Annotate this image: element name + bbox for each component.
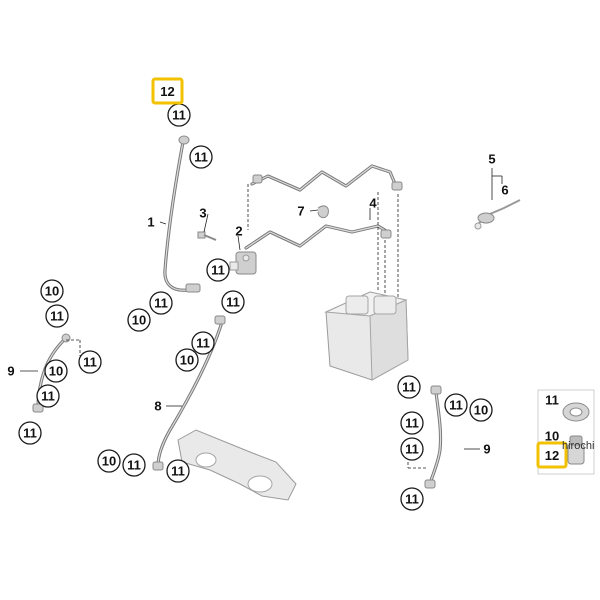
brake-pipe-4[interactable] — [244, 164, 403, 250]
svg-text:11: 11 — [171, 464, 185, 479]
svg-text:10: 10 — [45, 284, 59, 299]
part-number-8: 8 — [154, 399, 161, 414]
svg-text:11: 11 — [211, 263, 225, 278]
callout-11-mid-c[interactable]: 11 — [191, 331, 215, 355]
callout-10-right[interactable]: 10 — [469, 398, 493, 422]
callout-11-left-d[interactable]: 11 — [18, 421, 42, 445]
callout-11-mid-b[interactable]: 11 — [221, 290, 245, 314]
brake-hose-1[interactable] — [163, 135, 201, 293]
legend-label-10: 10 — [545, 429, 559, 444]
callout-11-hose1-upper[interactable]: 11 — [189, 145, 213, 169]
svg-text:12: 12 — [545, 448, 559, 463]
svg-text:11: 11 — [405, 492, 419, 507]
callout-11-mid-a[interactable]: 11 — [206, 258, 230, 282]
callout-11-bottom-b[interactable]: 11 — [166, 459, 190, 483]
callout-11-right-e[interactable]: 11 — [400, 487, 424, 511]
part-number-7: 7 — [297, 204, 304, 219]
svg-text:11: 11 — [172, 108, 186, 123]
svg-text:11: 11 — [405, 442, 419, 457]
leader-lines — [20, 168, 503, 469]
callout-11-right-c[interactable]: 11 — [400, 411, 424, 435]
svg-text:11: 11 — [154, 296, 168, 311]
svg-text:10: 10 — [49, 364, 63, 379]
callout-11-right-b[interactable]: 11 — [444, 393, 468, 417]
callout-11-right-d[interactable]: 11 — [400, 437, 424, 461]
callout-10-left-a[interactable]: 10 — [40, 279, 64, 303]
callout-10-hose1[interactable]: 10 — [127, 308, 151, 332]
callout-10-left-b[interactable]: 10 — [44, 359, 68, 383]
svg-text:11: 11 — [83, 355, 97, 370]
svg-text:11: 11 — [402, 380, 416, 395]
svg-text:11: 11 — [23, 426, 37, 441]
svg-text:10: 10 — [474, 403, 488, 418]
callout-11-left-b[interactable]: 11 — [78, 350, 102, 374]
banjo-bolt-icon — [567, 435, 585, 465]
callout-11-left-c[interactable]: 11 — [36, 384, 60, 408]
svg-text:12: 12 — [160, 84, 174, 99]
svg-text:11: 11 — [449, 398, 463, 413]
part-number-6: 6 — [501, 183, 508, 198]
highlight-12-legend[interactable]: 12 — [536, 441, 568, 469]
callout-10-mid[interactable]: 10 — [175, 348, 199, 372]
svg-text:11: 11 — [194, 150, 208, 165]
part-number-9-right: 9 — [483, 442, 490, 457]
svg-text:10: 10 — [102, 454, 116, 469]
part-number-4: 4 — [369, 196, 377, 211]
svg-text:11: 11 — [405, 416, 419, 431]
callout-11-right-a[interactable]: 11 — [397, 375, 421, 399]
callout-11-top[interactable]: 11 — [167, 103, 191, 127]
distribution-fitting-2[interactable] — [229, 251, 257, 275]
clip-7[interactable] — [317, 205, 329, 219]
watermark: hirochi — [562, 440, 594, 452]
part-number-1: 1 — [147, 215, 154, 230]
fork-bridge-bracket — [177, 429, 297, 501]
part-number-3: 3 — [199, 206, 206, 221]
svg-text:10: 10 — [132, 313, 146, 328]
part-number-5: 5 — [488, 152, 495, 167]
brake-hose-8[interactable] — [152, 315, 226, 471]
svg-text:11: 11 — [50, 309, 64, 324]
callout-10-bottom[interactable]: 10 — [97, 449, 121, 473]
svg-text:11: 11 — [226, 295, 240, 310]
callout-11-left-a[interactable]: 11 — [45, 304, 69, 328]
part-number-2: 2 — [235, 224, 242, 239]
sensor-6[interactable] — [474, 199, 521, 230]
callout-11-hose1-lower[interactable]: 11 — [149, 291, 173, 315]
svg-text:11: 11 — [127, 458, 141, 473]
svg-text:11: 11 — [41, 389, 55, 404]
callout-11-bottom-a[interactable]: 11 — [122, 453, 146, 477]
svg-text:10: 10 — [180, 353, 194, 368]
highlight-12-top[interactable]: 12 — [151, 77, 184, 105]
bolt-3[interactable] — [197, 231, 217, 241]
part-number-9-left: 9 — [7, 364, 14, 379]
brake-hose-9-right[interactable] — [424, 385, 443, 489]
abs-pressure-modulator[interactable] — [324, 291, 409, 381]
legend-label-11: 11 — [545, 393, 559, 408]
svg-text:11: 11 — [196, 336, 210, 351]
